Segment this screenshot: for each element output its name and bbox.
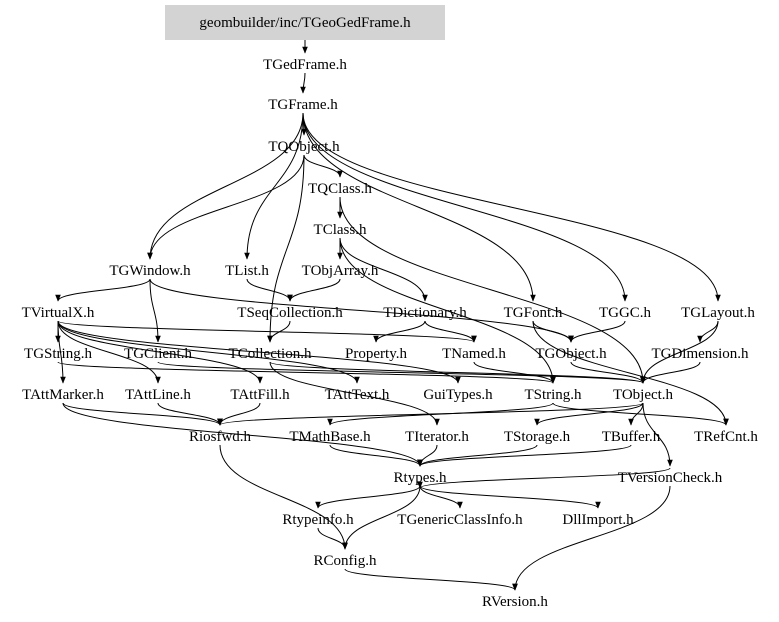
dependency-edge [419,485,463,509]
dependency-edge [339,237,556,384]
node-tglayout[interactable]: TGLayout.h [681,305,755,321]
dependency-edge [269,361,646,384]
dependency-edge [246,278,293,302]
node-tgclient[interactable]: TGClient.h [124,346,192,362]
dependency-edge [417,444,538,467]
dependency-edge [534,402,644,426]
node-property[interactable]: Property.h [345,346,407,362]
dependency-edge [642,402,673,467]
node-rtypeinfo[interactable]: Rtypeinfo.h [282,512,354,528]
dependency-edge [219,444,348,550]
node-tstring[interactable]: TString.h [524,387,582,403]
dependency-edge [552,402,729,426]
node-tgframe[interactable]: TGFrame.h [268,97,338,113]
node-tattline[interactable]: TAttLine.h [125,387,191,403]
dependency-edge [342,485,421,550]
dependency-edge [568,320,626,343]
dependency-edge [532,320,574,343]
node-titerator[interactable]: TIterator.h [405,429,469,445]
dependency-edge [147,154,305,260]
dependency-edge [329,444,423,467]
dependency-edge [697,320,719,343]
dependency-edge [640,320,719,384]
dependency-edge [303,154,343,178]
dependency-edge [373,320,426,343]
dependency-edge [57,320,477,343]
dependency-edge [419,485,601,509]
node-tqobject[interactable]: TQObject.h [268,139,340,155]
node-tvirtualx[interactable]: TVirtualX.h [22,305,95,321]
node-tgenericclassinfo[interactable]: TGenericClassInfo.h [397,512,523,528]
dependency-edge [217,402,261,426]
dependency-edge [302,112,721,302]
node-tgstring[interactable]: TGString.h [24,346,92,362]
node-tnamed[interactable]: TNamed.h [442,346,506,362]
dependency-edge [57,320,161,384]
dependency-edge [267,154,305,343]
node-tlist[interactable]: TList.h [225,263,269,279]
dependency-edge [339,237,428,302]
node-rconfig[interactable]: RConfig.h [314,553,377,569]
dependency-edge [315,485,421,509]
dependency-edge [344,568,518,591]
dependency-edge [157,361,646,384]
node-tobject[interactable]: TObject.h [613,387,674,403]
node-dllimport[interactable]: DllImport.h [562,512,634,528]
dependency-edge [417,444,632,467]
dependency-edge [512,485,671,591]
dependency-edge [57,320,263,384]
dependency-edge [302,112,536,302]
dependency-edge [55,278,151,302]
node-tqclass[interactable]: TQClass.h [308,181,372,197]
dependency-edge [147,112,304,260]
node-tclass[interactable]: TClass.h [314,222,367,238]
node-rversion[interactable]: RVersion.h [482,594,548,610]
node-tgobject[interactable]: TGObject.h [535,346,607,362]
node-tgdimension[interactable]: TGDimension.h [651,346,749,362]
dependency-edge [287,278,341,302]
dependency-edge [62,402,423,467]
node-tgwindow[interactable]: TGWindow.h [109,263,191,279]
node-tbuffer[interactable]: TBuffer.h [602,429,661,445]
node-tmathbase[interactable]: TMathBase.h [289,429,371,445]
dependency-edge [217,402,644,426]
node-tgedframe[interactable]: TGedFrame.h [263,57,347,73]
dependency-edge [57,320,360,384]
dependency-edge [532,320,729,426]
node-tggc[interactable]: TGGC.h [599,305,652,321]
dependency-edge [244,112,304,260]
node-tversioncheck[interactable]: TVersionCheck.h [618,470,723,486]
node-tobjarray[interactable]: TObjArray.h [302,263,379,279]
root-node-box [165,5,445,40]
dependency-edge [157,402,223,426]
node-riosfwd[interactable]: Riosfwd.h [189,429,252,445]
dependency-edge [57,320,66,384]
dependency-edge [57,361,556,384]
root-node-label[interactable]: geombuilder/inc/TGeoGedFrame.h [199,15,411,31]
node-tattmarker[interactable]: TAttMarker.h [22,387,104,403]
node-rtypes[interactable]: Rtypes.h [394,470,447,486]
node-tcollection[interactable]: TCollection.h [229,346,312,362]
dependency-edge [640,361,701,384]
dependency-edge [149,278,161,343]
dependency-edge [300,72,306,94]
node-tgfont[interactable]: TGFont.h [504,305,563,321]
dependency-edge [473,361,556,384]
dependency-edge [62,402,223,426]
node-tseqcollection[interactable]: TSeqCollection.h [237,305,343,321]
node-tatttext[interactable]: TAttText.h [325,387,390,403]
dependency-edge [302,112,628,302]
dependency-edge [417,467,671,489]
dependency-edge [339,196,646,384]
node-trefcnt[interactable]: TRefCnt.h [694,429,758,445]
dependency-edge [424,320,477,343]
node-tstorage[interactable]: TStorage.h [504,429,571,445]
node-tattfill[interactable]: TAttFill.h [230,387,290,403]
dependency-edge [317,527,348,550]
node-guitypes[interactable]: GuiTypes.h [423,387,493,403]
node-tdictionary[interactable]: TDictionary.h [383,305,467,321]
